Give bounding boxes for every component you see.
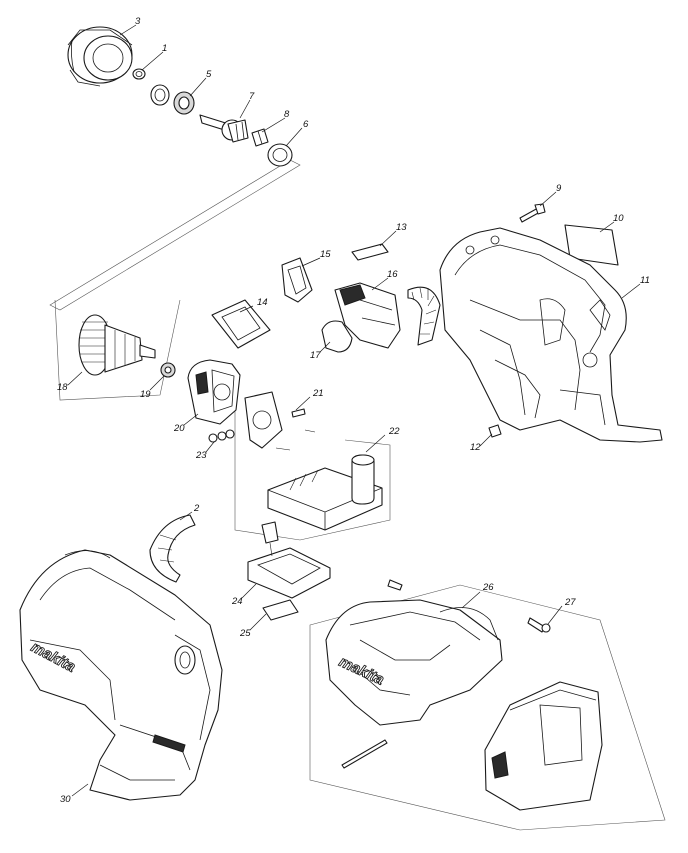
part-label-13: 13 bbox=[396, 222, 407, 233]
side-cover-part bbox=[484, 681, 603, 811]
ball-bearing-part bbox=[150, 84, 195, 115]
part-label-17: 17 bbox=[310, 350, 321, 361]
leader-line bbox=[261, 117, 286, 133]
leader-line bbox=[189, 77, 207, 97]
bar-13-part bbox=[351, 243, 389, 261]
retaining-ring-part bbox=[132, 68, 146, 80]
motor-group-outline bbox=[54, 299, 181, 401]
label-25-part bbox=[262, 599, 299, 621]
leader-line bbox=[301, 257, 321, 267]
part-label-5: 5 bbox=[206, 69, 212, 80]
leader-line bbox=[249, 613, 267, 631]
leader-line bbox=[479, 433, 493, 447]
leader-line bbox=[241, 583, 257, 599]
part-label-8: 8 bbox=[284, 109, 290, 120]
part-label-26: 26 bbox=[482, 582, 494, 593]
part-label-3: 3 bbox=[135, 16, 141, 27]
stator-part bbox=[187, 359, 241, 425]
dust-cover-tray-part: makita bbox=[325, 599, 503, 726]
leader-line bbox=[371, 277, 389, 291]
leader-line bbox=[599, 221, 615, 233]
leader-line bbox=[295, 396, 311, 411]
screws-23-part bbox=[208, 429, 235, 443]
leader-line bbox=[183, 413, 199, 426]
part-label-21: 21 bbox=[312, 388, 324, 399]
main-housing-part bbox=[439, 227, 663, 443]
coupling-part bbox=[251, 128, 269, 147]
part-label-14: 14 bbox=[257, 297, 268, 308]
leader-line bbox=[119, 24, 137, 36]
switch-cover-part bbox=[281, 257, 313, 303]
leader-line bbox=[239, 99, 251, 119]
leader-line bbox=[539, 191, 557, 207]
spindle-part bbox=[199, 114, 249, 143]
gear-assembly-group-outline bbox=[49, 159, 301, 311]
pin-part bbox=[341, 739, 388, 769]
leader-line bbox=[461, 591, 481, 609]
part-label-24: 24 bbox=[231, 596, 243, 607]
part-label-30: 30 bbox=[60, 794, 71, 805]
sensor-board-part bbox=[244, 391, 316, 451]
screw-9-part bbox=[519, 203, 546, 223]
controller-group-outline bbox=[234, 395, 391, 541]
trigger-part bbox=[321, 320, 353, 353]
part-label-20: 20 bbox=[173, 423, 185, 434]
pad-14-part bbox=[211, 299, 271, 349]
part-label-18: 18 bbox=[57, 382, 68, 393]
leader-line bbox=[239, 305, 254, 313]
screw-26-part bbox=[387, 579, 403, 591]
part-label-6: 6 bbox=[303, 119, 309, 130]
flexible-cover-part bbox=[407, 286, 441, 346]
leader-line bbox=[621, 283, 641, 299]
label-plate-part bbox=[564, 224, 619, 266]
ring-part bbox=[267, 143, 293, 167]
leader-line bbox=[285, 127, 303, 147]
gear-housing-part bbox=[67, 26, 133, 87]
bearing-19-part bbox=[160, 362, 176, 378]
leader-line bbox=[141, 51, 164, 71]
leader-line bbox=[319, 341, 331, 353]
leader-line bbox=[379, 230, 397, 247]
leader-line bbox=[205, 441, 215, 453]
cover-group-outline bbox=[309, 584, 666, 831]
leader-line bbox=[547, 605, 563, 625]
handle-insert-part bbox=[149, 514, 196, 583]
part-label-22: 22 bbox=[388, 426, 400, 437]
tool-housing-part: makita bbox=[19, 549, 223, 801]
part-label-1: 1 bbox=[162, 43, 167, 54]
part-label-12: 12 bbox=[470, 442, 481, 453]
part-label-9: 9 bbox=[556, 183, 562, 194]
leader-line bbox=[67, 371, 83, 386]
part-label-23: 23 bbox=[195, 450, 207, 461]
part-label-2: 2 bbox=[193, 503, 200, 514]
part-label-27: 27 bbox=[564, 597, 576, 608]
part-label-16: 16 bbox=[387, 269, 398, 280]
armature-part bbox=[78, 314, 156, 376]
switch-part bbox=[334, 282, 401, 349]
part-label-7: 7 bbox=[249, 91, 255, 102]
part-label-10: 10 bbox=[613, 213, 624, 224]
part-label-19: 19 bbox=[140, 389, 151, 400]
leader-line bbox=[179, 511, 193, 521]
part-label-11: 11 bbox=[640, 275, 650, 286]
part-label-15: 15 bbox=[320, 249, 331, 260]
leader-line bbox=[71, 783, 89, 797]
leader-line bbox=[365, 434, 386, 453]
circuit-board-part bbox=[247, 521, 331, 599]
controller-part bbox=[267, 454, 383, 531]
part-label-25: 25 bbox=[239, 628, 251, 639]
leader-line bbox=[149, 375, 165, 391]
screw-27-part bbox=[527, 617, 551, 633]
